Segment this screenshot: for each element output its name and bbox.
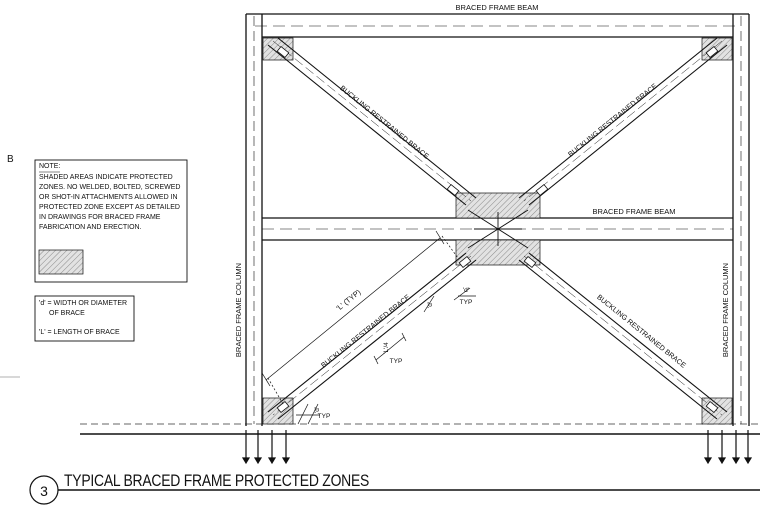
dimension-d-label-mid: 'd' <box>427 302 434 308</box>
note-line-6: FABRICATION AND ERECTION. <box>39 224 142 231</box>
brace-label-upper-left: BUCKLING RESTRAINED BRACE <box>338 83 431 160</box>
dimension-L4-label: 'L'/4 <box>383 342 390 354</box>
grid-label: B <box>7 154 14 165</box>
note-line-1: SHADED AREAS INDICATE PROTECTED <box>39 174 173 181</box>
note-heading: NOTE: <box>39 163 61 170</box>
brace-upper-left <box>267 37 477 206</box>
dimension-d-label-lower: 'd' <box>314 407 321 413</box>
right-column <box>732 14 750 426</box>
beam-mid-label: BRACED FRAME BEAM <box>593 207 676 216</box>
protected-zone-top-left <box>262 37 294 61</box>
brace-upper-right <box>518 37 728 206</box>
dimension-d-label-upper: 'd' <box>463 287 469 294</box>
work-point-crosshair <box>467 209 529 249</box>
protected-zone-top-right <box>701 37 733 61</box>
detail-number: 3 <box>40 483 48 499</box>
anchor-rods-left <box>241 430 291 465</box>
detail-title: TYPICAL BRACED FRAME PROTECTED ZONES <box>64 471 370 490</box>
brace-lower-left <box>267 252 477 420</box>
dimension-d-upper <box>423 287 476 313</box>
note-shade-swatch <box>38 249 84 275</box>
dimension-L4-typ: TYP <box>390 358 403 365</box>
note-line-3: OR SHOT-IN ATTACHMENTS ALLOWED IN <box>39 194 178 201</box>
column-right-label: BRACED FRAME COLUMN <box>721 263 730 357</box>
dimension-L-label: 'L' (TYP) <box>334 287 362 312</box>
beam-top-label: BRACED FRAME BEAM <box>456 3 539 12</box>
left-column <box>245 14 263 426</box>
note-line-5: IN DRAWINGS FOR BRACED FRAME <box>39 214 161 221</box>
note-line-2: ZONES. NO WELDED, BOLTED, SCREWED <box>39 184 181 191</box>
dimension-d-lower <box>296 403 320 425</box>
legend-box <box>34 295 135 342</box>
anchor-rods-right <box>703 430 753 465</box>
dimension-L4 <box>373 332 407 365</box>
brace-label-upper-right: BUCKLING RESTRAINED BRACE <box>566 81 659 158</box>
note-line-4: PROTECTED ZONE EXCEPT AS DETAILED <box>39 204 180 211</box>
legend-line-3: 'L' = LENGTH OF BRACE <box>39 329 120 336</box>
legend-line-1: 'd' = WIDTH OR DIAMETER <box>39 300 128 307</box>
legend-line-2: OF BRACE <box>49 310 85 317</box>
brace-lower-right <box>518 252 728 420</box>
top-beam <box>246 13 749 38</box>
dimension-d-typ-lower: TYP <box>318 413 331 420</box>
dimension-d-typ-upper: TYP <box>460 299 473 306</box>
dimension-L <box>261 230 459 405</box>
column-left-label: BRACED FRAME COLUMN <box>234 263 243 357</box>
